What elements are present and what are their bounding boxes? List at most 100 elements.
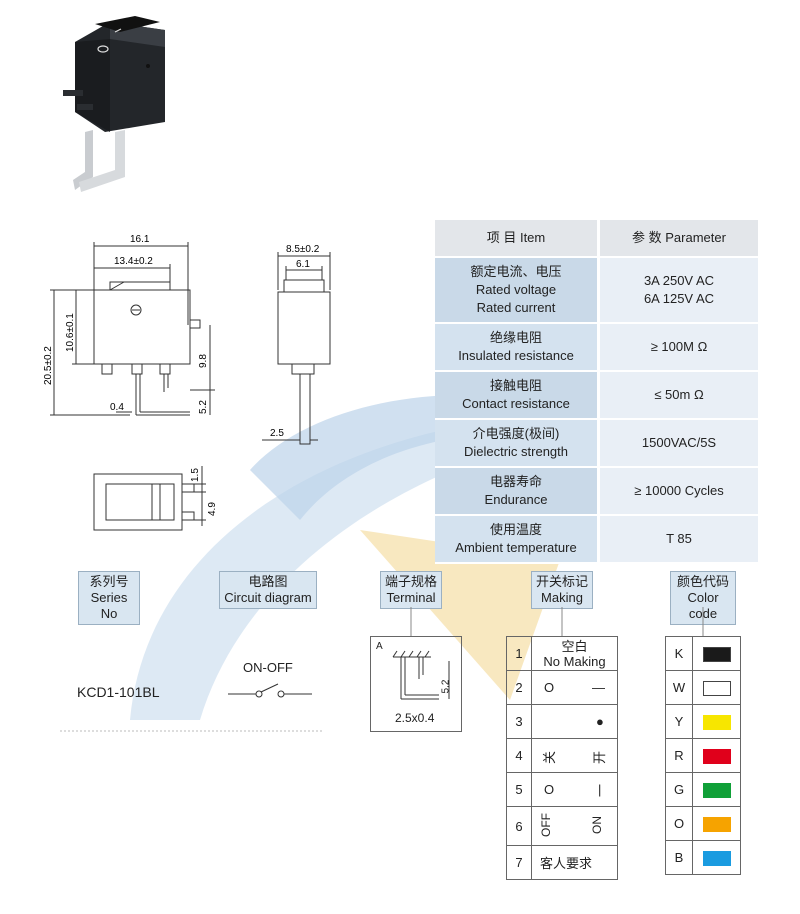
color-header: 颜色代码 Color code [670, 571, 736, 625]
spec-table: 项 目 Item 参 数 Parameter 额定电流、电压 Rated vol… [435, 220, 758, 564]
color-code-letter: G [665, 772, 693, 807]
spec-row-cn: 绝缘电阻 [489, 330, 542, 345]
terminal-header-en: Terminal [386, 590, 436, 605]
color-row: G [665, 772, 741, 807]
making-row-number: 1 [506, 636, 532, 671]
front-view-drawing: 16.1 13.4±0.2 20.5±0.2 10.6±0.1 9.8 5.2 … [43, 234, 215, 416]
color-swatch [702, 816, 731, 832]
making-table: 1 空白 No Making 2 O — 3 ● 4 关 开 5 O | 6 [506, 636, 618, 880]
spec-row: 接触电阻 Contact resistance ≤ 50m Ω [435, 371, 758, 420]
making-mark-on: 开 [592, 750, 608, 765]
dim-bottom-b: 4.9 [207, 502, 218, 516]
spec-row-en: Endurance [484, 492, 548, 507]
series-header-en: Series No [90, 590, 128, 621]
making-mark-off: OFF [539, 813, 553, 837]
spec-header-row: 项 目 Item 参 数 Parameter [435, 220, 758, 258]
circuit-header-en: Circuit diagram [224, 590, 312, 605]
dim-front-width-inner: 13.4±0.2 [114, 256, 153, 267]
spec-row: 绝缘电阻 Insulated resistance ≥ 100M Ω [435, 323, 758, 372]
spec-row-en: Insulated resistance [458, 348, 574, 363]
color-row: K [665, 636, 741, 671]
color-row: B [665, 840, 741, 875]
color-code-letter: W [665, 670, 693, 705]
series-header-cn: 系列号 [89, 574, 129, 589]
making-row-label: 空白 [561, 638, 588, 654]
color-swatch [702, 646, 731, 662]
making-row-number: 5 [506, 772, 532, 807]
circuit-header-cn: 电路图 [248, 574, 288, 589]
terminal-tag: A [376, 641, 383, 652]
spec-row-value: 3A 250V AC [643, 273, 715, 288]
dim-front-height-body: 10.6±0.1 [65, 313, 76, 352]
making-row-label: No Making [543, 653, 606, 669]
making-row-label: 客人要求 [531, 845, 618, 880]
dim-side-pin-width: 2.5 [270, 428, 284, 439]
color-code-letter: R [665, 738, 693, 773]
making-row-number: 6 [506, 806, 532, 846]
color-swatch [702, 782, 731, 798]
color-row: W [665, 670, 741, 705]
spec-row-value: T 85 [597, 515, 758, 564]
spec-row: 电器寿命 Endurance ≥ 10000 Cycles [435, 467, 758, 516]
making-row: 7 客人要求 [506, 845, 618, 880]
spec-row-value: ≥ 100M Ω [597, 323, 758, 372]
spec-row-value: 6A 125V AC [643, 291, 715, 306]
color-code-letter: B [665, 840, 693, 875]
making-header-cn: 开关标记 [535, 574, 588, 589]
making-row: 1 空白 No Making [506, 636, 618, 671]
color-row: O [665, 806, 741, 841]
making-mark-on: — [592, 680, 605, 695]
product-photo [63, 16, 165, 192]
color-header-cn: 颜色代码 [676, 574, 729, 589]
series-value: KCD1-101BL [77, 684, 160, 700]
spec-row-en: Rated voltage [475, 282, 557, 297]
terminal-drawing [392, 650, 450, 700]
color-swatch [702, 850, 731, 866]
spec-row-en: Contact resistance [462, 396, 570, 411]
series-header: 系列号 Series No [78, 571, 140, 625]
making-mark-off: O [544, 782, 555, 797]
dim-front-width-total: 16.1 [130, 234, 150, 245]
bottom-view-drawing: 1.5 4.9 [93, 466, 218, 531]
terminal-dim-height: 5.2 [440, 679, 452, 694]
spec-header-item: 项 目 Item [435, 220, 599, 258]
spec-row-value: ≥ 10000 Cycles [597, 467, 758, 516]
spec-row-en: Ambient temperature [455, 540, 577, 555]
spec-row-en: Dielectric strength [463, 444, 569, 459]
making-row: 5 O | [506, 772, 618, 807]
making-row-number: 4 [506, 738, 532, 773]
dim-front-pin-thickness: 0.4 [110, 402, 124, 413]
color-code-letter: K [665, 636, 693, 671]
terminal-size: 2.5x0.4 [395, 711, 435, 725]
making-header-en: Making [541, 590, 583, 605]
circuit-switch-icon [228, 683, 312, 698]
color-code-letter: Y [665, 704, 693, 739]
spec-row-cn: 电器寿命 [489, 474, 542, 489]
making-row: 4 关 开 [506, 738, 618, 773]
dim-side-width-total: 8.5±0.2 [286, 244, 320, 255]
circuit-label: ON-OFF [243, 660, 293, 675]
spec-row-value: 1500VAC/5S [597, 419, 758, 468]
dim-side-width-top: 6.1 [296, 259, 310, 270]
making-row-number: 3 [506, 704, 532, 739]
making-mark-off: 关 [542, 750, 558, 765]
spec-row-en: Rated current [476, 300, 556, 315]
spec-row-cn: 使用温度 [489, 522, 542, 537]
color-code-letter: O [665, 806, 693, 841]
terminal-header: 端子规格 Terminal [380, 571, 442, 609]
making-row-number: 7 [506, 845, 532, 880]
side-view-drawing: 8.5±0.2 6.1 2.5 [262, 244, 331, 445]
dim-front-height-total: 20.5±0.2 [43, 346, 54, 385]
terminal-box: A 5.2 2.5x0.4 [370, 636, 462, 732]
terminal-header-cn: 端子规格 [384, 574, 437, 589]
color-swatch [702, 714, 731, 730]
making-row: 6 OFF ON [506, 806, 618, 846]
making-row: 2 O — [506, 670, 618, 705]
spec-row-cn: 额定电流、电压 [470, 264, 562, 279]
spec-row-cn: 接触电阻 [489, 378, 542, 393]
color-header-en: Color code [687, 590, 719, 621]
making-mark-on: | [598, 782, 602, 797]
spec-row: 介电强度(极间) Dielectric strength 1500VAC/5S [435, 419, 758, 468]
dim-bottom-a: 1.5 [190, 468, 201, 482]
